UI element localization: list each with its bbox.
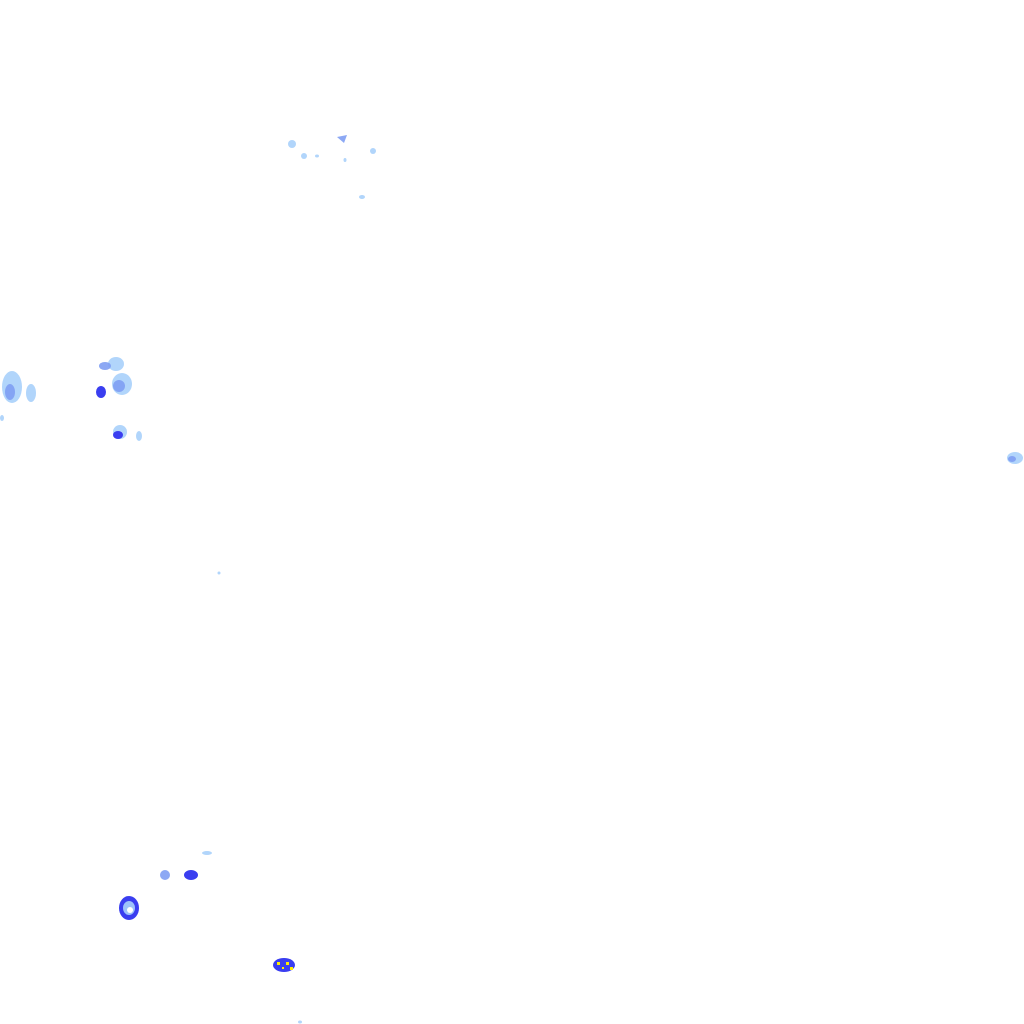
echo-cluster-west: [0, 357, 221, 575]
echo-cluster-south: [119, 851, 302, 1024]
echo-east-edge: [1007, 452, 1023, 464]
echo-cluster-north: [288, 135, 376, 199]
